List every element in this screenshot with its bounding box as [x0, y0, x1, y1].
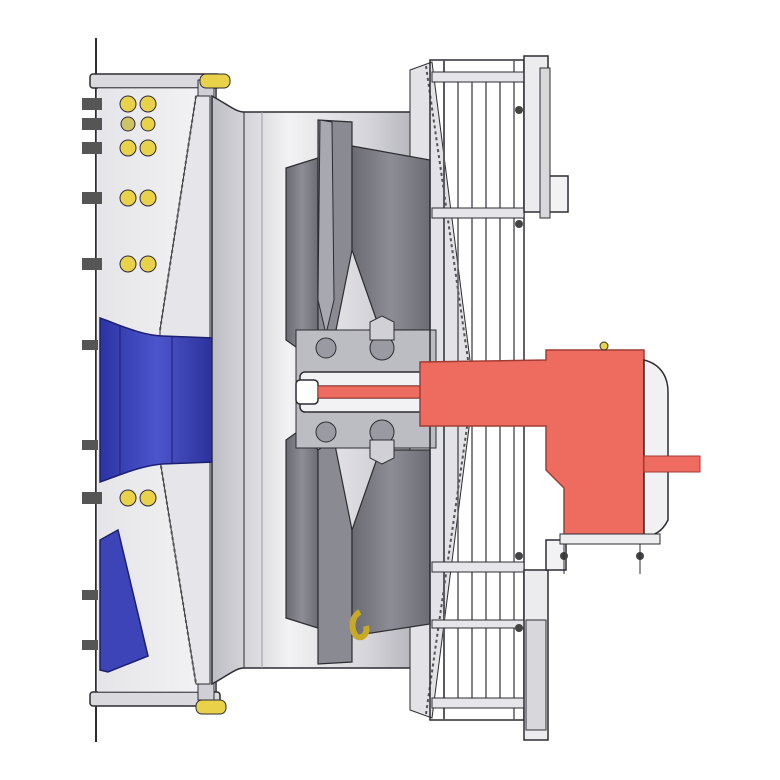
blade-lower-1 [285, 429, 319, 629]
fastener-group-6 [82, 489, 157, 507]
inlet-bell [99, 316, 215, 673]
fastener-group-5 [82, 255, 157, 273]
shaft [295, 371, 429, 413]
fastener-group-3 [82, 139, 157, 157]
drive-motor [419, 341, 701, 574]
fastener-group-1 [82, 95, 157, 113]
impeller-blades [285, 119, 431, 665]
fastener-group-4 [82, 189, 157, 207]
blade-upper-centre [317, 119, 335, 335]
inlet-fasteners [82, 95, 157, 650]
blade-upper-1 [285, 157, 319, 351]
motor-support-frame [515, 55, 569, 741]
fastener-group-2 [82, 116, 156, 132]
